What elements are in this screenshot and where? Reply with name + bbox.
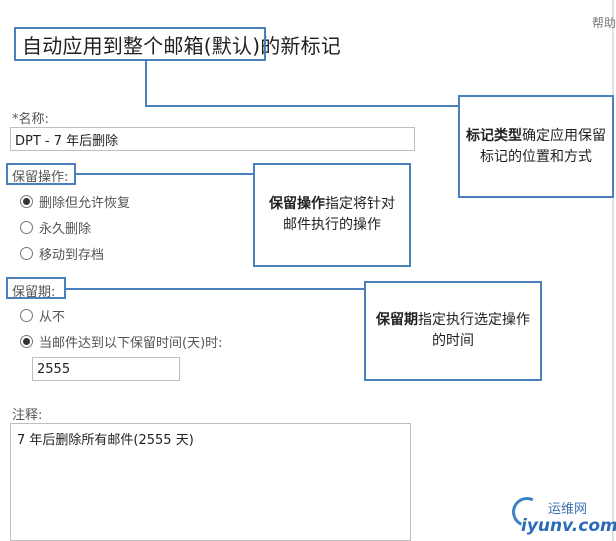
radio-icon[interactable] <box>20 247 33 260</box>
period-option-when-age-reached[interactable]: 当邮件达到以下保留时间(天)时: <box>20 332 223 351</box>
callout-text: 指定执行选定操作的时间 <box>418 312 530 349</box>
option-label: 当邮件达到以下保留时间(天)时: <box>39 336 223 351</box>
name-field[interactable] <box>10 127 415 151</box>
radio-selected-icon[interactable] <box>20 195 33 208</box>
option-label: 删除但允许恢复 <box>39 196 131 211</box>
period-highlight-box <box>6 277 66 299</box>
comment-field[interactable]: 7 年后删除所有邮件(2555 天) <box>10 423 411 541</box>
comment-label: 注释: <box>12 408 43 423</box>
radio-icon[interactable] <box>20 309 33 322</box>
help-link[interactable]: 帮助 <box>592 16 616 30</box>
callout-bold: 保留操作 <box>269 196 325 212</box>
retention-days-field[interactable] <box>32 357 180 381</box>
option-label: 从不 <box>39 310 66 325</box>
connector-line <box>145 105 460 107</box>
action-option-delete-allow-recovery[interactable]: 删除但允许恢复 <box>20 192 130 211</box>
connector-line <box>145 61 147 107</box>
watermark-domain: iyunv.com <box>521 516 616 536</box>
callout-text: 指定将针对邮件执行的操作 <box>283 196 395 233</box>
option-label: 移动到存档 <box>39 248 105 263</box>
title-highlight-box <box>14 27 266 61</box>
action-highlight-box <box>6 163 76 185</box>
option-label: 永久删除 <box>39 222 92 237</box>
retention-period-label: 保留期: <box>12 285 56 300</box>
watermark-text: 运维网 <box>548 502 588 517</box>
period-option-never[interactable]: 从不 <box>20 306 65 325</box>
callout-bold: 标记类型 <box>466 127 522 144</box>
action-option-move-to-archive[interactable]: 移动到存档 <box>20 244 104 263</box>
radio-selected-icon[interactable] <box>20 335 33 348</box>
retention-action-label: 保留操作: <box>12 170 69 185</box>
connector-line <box>66 288 365 290</box>
callout-bold: 保留期 <box>376 312 418 328</box>
callout-text: 确定应用保留标记的位置和方式 <box>480 127 606 165</box>
action-option-permanent-delete[interactable]: 永久删除 <box>20 218 91 237</box>
callout-tag-type: 标记类型确定应用保留标记的位置和方式 <box>458 95 614 198</box>
radio-icon[interactable] <box>20 221 33 234</box>
callout-retention-action: 保留操作指定将针对邮件执行的操作 <box>253 163 411 267</box>
page-title: 自动应用到整个邮箱(默认)的新标记 <box>22 34 342 58</box>
name-label: *名称: <box>12 112 49 127</box>
right-divider <box>612 0 614 541</box>
connector-line <box>76 173 254 175</box>
callout-retention-period: 保留期指定执行选定操作的时间 <box>364 281 542 381</box>
